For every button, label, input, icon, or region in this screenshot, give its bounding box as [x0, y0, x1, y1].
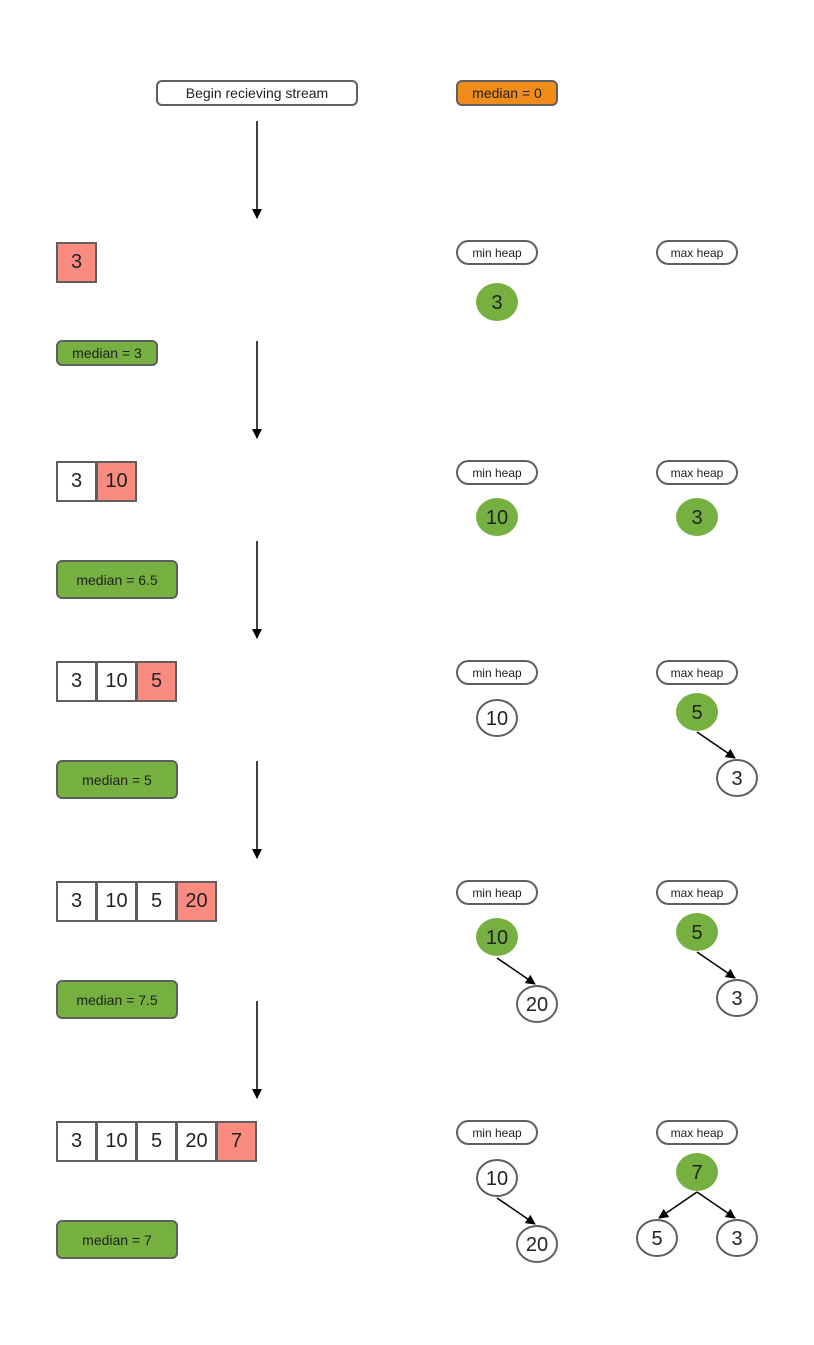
heap-node: 5: [676, 693, 718, 731]
max-heap-label: max heap: [656, 660, 738, 685]
heap-node: 3: [476, 283, 518, 321]
min-heap-label: min heap: [456, 240, 538, 265]
heap-node: 3: [716, 1219, 758, 1257]
heap-node: 7: [676, 1153, 718, 1191]
svg-text:3: 3: [731, 768, 742, 790]
min-heap-label: min heap: [456, 660, 538, 685]
svg-text:10: 10: [486, 507, 508, 529]
heap-node: 5: [676, 913, 718, 951]
stream-cell: 10: [96, 1121, 137, 1162]
svg-text:5: 5: [691, 922, 702, 944]
stream-cell: 10: [96, 881, 137, 922]
svg-text:3: 3: [691, 507, 702, 529]
heap-node: 10: [476, 699, 518, 737]
begin-stream-box: Begin recieving stream: [156, 80, 358, 106]
max-heap-label: max heap: [656, 1120, 738, 1145]
heap-node: 3: [716, 759, 758, 797]
heap-node: 3: [716, 979, 758, 1017]
min-heap-label: min heap: [456, 460, 538, 485]
median-box: median = 7: [56, 1220, 178, 1259]
stream-cell: 20: [176, 1121, 217, 1162]
min-heap-label: min heap: [456, 880, 538, 905]
heap-node: 20: [516, 1225, 558, 1263]
stream-cell: 3: [56, 242, 97, 283]
svg-text:3: 3: [731, 1228, 742, 1250]
stream-cell: 10: [96, 461, 137, 502]
svg-text:5: 5: [651, 1228, 662, 1250]
initial-median-box: median = 0: [456, 80, 558, 106]
heap-node: 3: [676, 498, 718, 536]
median-box: median = 5: [56, 760, 178, 799]
svg-text:20: 20: [526, 1234, 548, 1256]
stream-cell: 3: [56, 661, 97, 702]
svg-text:3: 3: [491, 292, 502, 314]
median-box: median = 6.5: [56, 560, 178, 599]
heap-node: 5: [636, 1219, 678, 1257]
svg-text:10: 10: [486, 1168, 508, 1190]
heap-edge: [496, 957, 536, 985]
svg-text:5: 5: [691, 702, 702, 724]
stream-cell: 7: [216, 1121, 257, 1162]
stream-cell: 20: [176, 881, 217, 922]
min-heap-label: min heap: [456, 1120, 538, 1145]
heap-node: 10: [476, 918, 518, 956]
heap-edge: [696, 1191, 736, 1219]
svg-text:20: 20: [526, 994, 548, 1016]
heap-node: 20: [516, 985, 558, 1023]
median-box: median = 7.5: [56, 980, 178, 1019]
stream-cell: 5: [136, 1121, 177, 1162]
heap-node: 10: [476, 1159, 518, 1197]
svg-text:3: 3: [731, 988, 742, 1010]
heap-node: 10: [476, 498, 518, 536]
max-heap-label: max heap: [656, 880, 738, 905]
stream-cell: 5: [136, 661, 177, 702]
max-heap-label: max heap: [656, 460, 738, 485]
svg-text:7: 7: [691, 1162, 702, 1184]
stream-cell: 10: [96, 661, 137, 702]
heap-edge: [658, 1191, 698, 1219]
heap-edge: [696, 731, 736, 759]
heap-edge: [496, 1197, 536, 1225]
max-heap-label: max heap: [656, 240, 738, 265]
svg-text:10: 10: [486, 927, 508, 949]
stream-cell: 3: [56, 1121, 97, 1162]
stream-cell: 3: [56, 461, 97, 502]
heap-edge: [696, 951, 736, 979]
median-box: median = 3: [56, 340, 158, 366]
svg-text:10: 10: [486, 708, 508, 730]
